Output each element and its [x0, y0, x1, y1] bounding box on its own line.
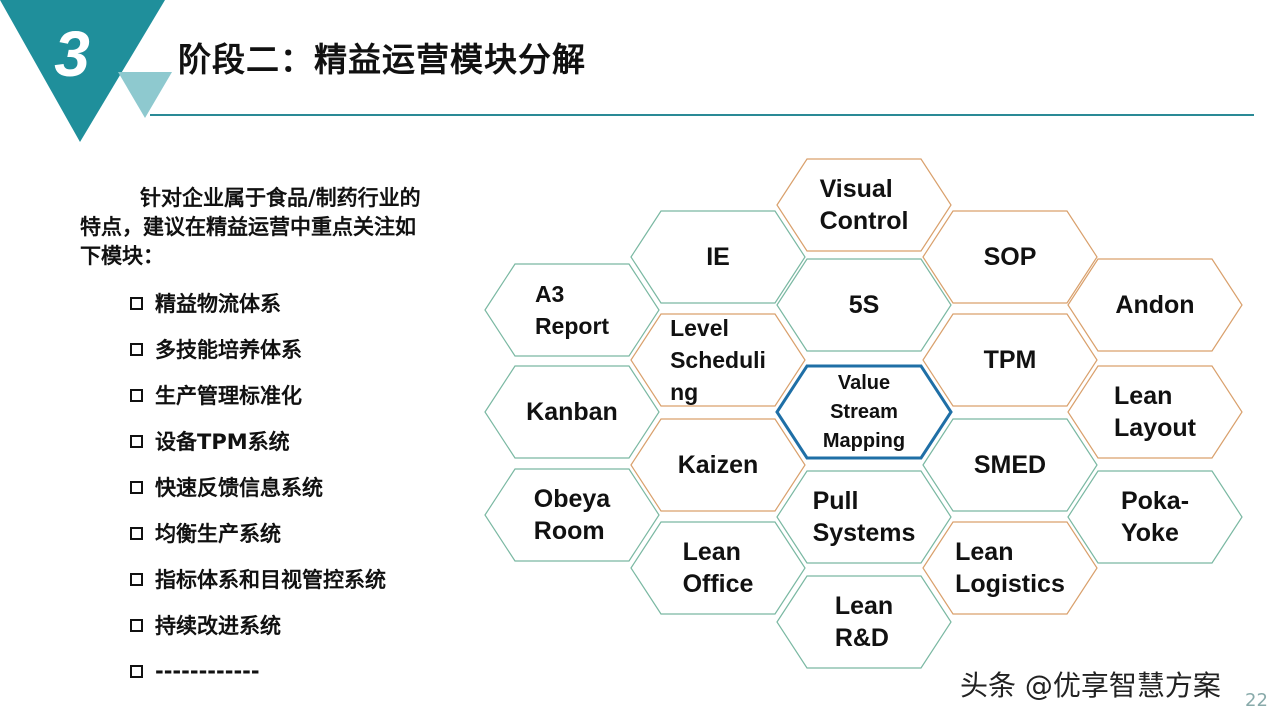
checkbox-icon — [130, 526, 143, 540]
hexagon-shape — [775, 364, 953, 460]
hexagon-shape — [922, 521, 1098, 615]
hexagon-label: Value Stream Mapping — [822, 371, 906, 452]
hexagon-shape — [776, 470, 952, 564]
hexagon-label: Pull Systems — [812, 487, 916, 547]
checkbox-icon — [130, 572, 143, 586]
checkbox-icon — [130, 434, 143, 448]
hexagon-shape — [630, 210, 806, 304]
module-label: 持续改进系统 — [155, 614, 281, 638]
checkbox-icon — [130, 480, 143, 494]
hexagon-shape — [630, 313, 806, 407]
hexagon-label: TPM — [983, 346, 1037, 374]
module-label: 精益物流体系 — [155, 292, 281, 316]
hexagon-label: SOP — [983, 243, 1037, 271]
module-label: 设备TPM系统 — [155, 430, 290, 454]
module-item: 均衡生产系统 — [130, 510, 386, 556]
checkbox-icon — [130, 342, 143, 356]
hexagon-label: Lean Layout — [1114, 382, 1196, 442]
module-label: 快速反馈信息系统 — [155, 476, 323, 500]
hexagon-label: Lean R&D — [834, 592, 894, 652]
hexagon-label: Obeya Room — [533, 485, 611, 545]
hexagon-shape — [484, 365, 660, 459]
hexagon-shape — [1067, 365, 1243, 459]
hexagon-shape — [630, 418, 806, 512]
hexagon-label: Level Scheduli ng — [670, 315, 766, 405]
hexagon-shape — [922, 313, 1098, 407]
checkbox-icon — [130, 664, 143, 678]
title-divider — [150, 114, 1254, 116]
hexagon-shape — [776, 158, 952, 252]
module-item: 多技能培养体系 — [130, 326, 386, 372]
section-number: 3 — [54, 18, 90, 90]
module-item: 生产管理标准化 — [130, 372, 386, 418]
hexagon-shape — [776, 258, 952, 352]
module-item: 精益物流体系 — [130, 280, 386, 326]
hexagon-label: IE — [706, 243, 730, 271]
module-label: ------------ — [155, 659, 260, 683]
intro-paragraph: 针对企业属于食品/制药行业的特点，建议在精益运营中重点关注如下模块： — [80, 184, 430, 271]
hexagon-shape — [1067, 470, 1243, 564]
page-title: 阶段二：精益运营模块分解 — [178, 40, 586, 79]
checkbox-icon — [130, 618, 143, 632]
module-item: 设备TPM系统 — [130, 418, 386, 464]
module-label: 生产管理标准化 — [155, 384, 302, 408]
module-item: 快速反馈信息系统 — [130, 464, 386, 510]
checkbox-icon — [130, 296, 143, 310]
section-corner-badge: 3 — [0, 0, 172, 142]
watermark: 头条 @优享智慧方案 — [960, 669, 1221, 702]
page-number: 22 — [1245, 690, 1268, 711]
module-item: 持续改进系统 — [130, 602, 386, 648]
hexagon-shape — [484, 263, 660, 357]
module-item: 指标体系和目视管控系统 — [130, 556, 386, 602]
intro-text: 针对企业属于食品/制药行业的特点，建议在精益运营中重点关注如下模块： — [80, 186, 421, 268]
hexagon-shape — [1067, 258, 1243, 352]
hexagon-shape — [776, 575, 952, 669]
hexagon-label: A3 Report — [534, 281, 610, 339]
hexagon-label: 5S — [848, 291, 880, 319]
module-label: 多技能培养体系 — [155, 338, 302, 362]
checkbox-icon — [130, 388, 143, 402]
hexagon-shape — [630, 521, 806, 615]
hexagon-shape — [922, 418, 1098, 512]
module-label: 指标体系和目视管控系统 — [155, 568, 386, 592]
module-item: ------------ — [130, 648, 386, 694]
hexagon-label: Poka- Yoke — [1120, 487, 1190, 547]
module-label: 均衡生产系统 — [155, 522, 281, 546]
hexagon-label: Lean Logistics — [955, 538, 1065, 598]
hexagon-label: SMED — [973, 451, 1047, 479]
hexagon-label: Andon — [1115, 291, 1195, 319]
hexagon-label: Visual Control — [819, 175, 909, 235]
hexagon-label: Lean Office — [682, 538, 754, 598]
module-list: 精益物流体系多技能培养体系生产管理标准化设备TPM系统快速反馈信息系统均衡生产系… — [130, 280, 386, 694]
hexagon-shape — [922, 210, 1098, 304]
hexagon-label: Kaizen — [677, 451, 759, 479]
hexagon-label: Kanban — [526, 398, 618, 426]
hexagon-shape — [484, 468, 660, 562]
